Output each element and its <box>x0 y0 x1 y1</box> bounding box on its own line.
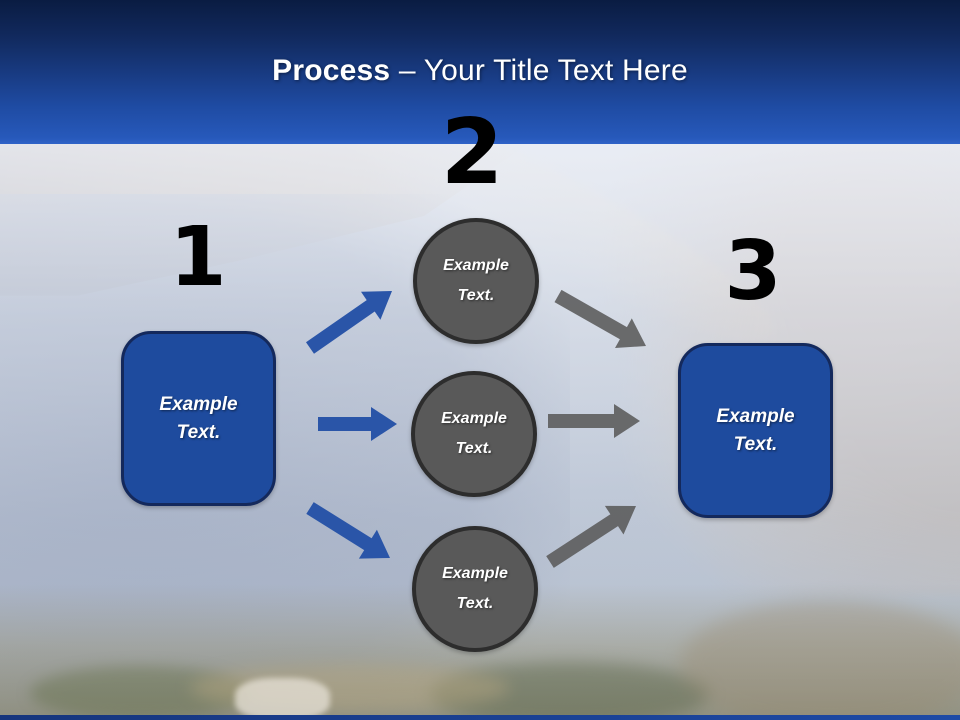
process-box-start: Example Text. <box>121 331 276 506</box>
process-circle-middle-label: Example Text. <box>441 410 507 457</box>
step-number-1: 1 <box>169 210 227 305</box>
step-number-2: 2 <box>440 100 504 205</box>
slide-title: Process – Your Title Text Here <box>0 54 960 88</box>
process-circle-bottom-label: Example Text. <box>442 565 508 612</box>
process-box-start-label: Example Text. <box>159 393 238 443</box>
process-box-end: Example Text. <box>678 343 833 518</box>
header-band: Process – Your Title Text Here <box>0 0 960 144</box>
title-emphasis: Process <box>272 54 391 87</box>
process-circle-top: Example Text. <box>413 218 539 344</box>
title-rest: – Your Title Text Here <box>390 54 688 87</box>
process-circle-middle: Example Text. <box>411 371 537 497</box>
process-box-end-label: Example Text. <box>716 405 795 455</box>
step-number-3: 3 <box>724 224 782 319</box>
process-circle-top-label: Example Text. <box>443 257 509 304</box>
process-circle-bottom: Example Text. <box>412 526 538 652</box>
footer-band <box>0 715 960 720</box>
